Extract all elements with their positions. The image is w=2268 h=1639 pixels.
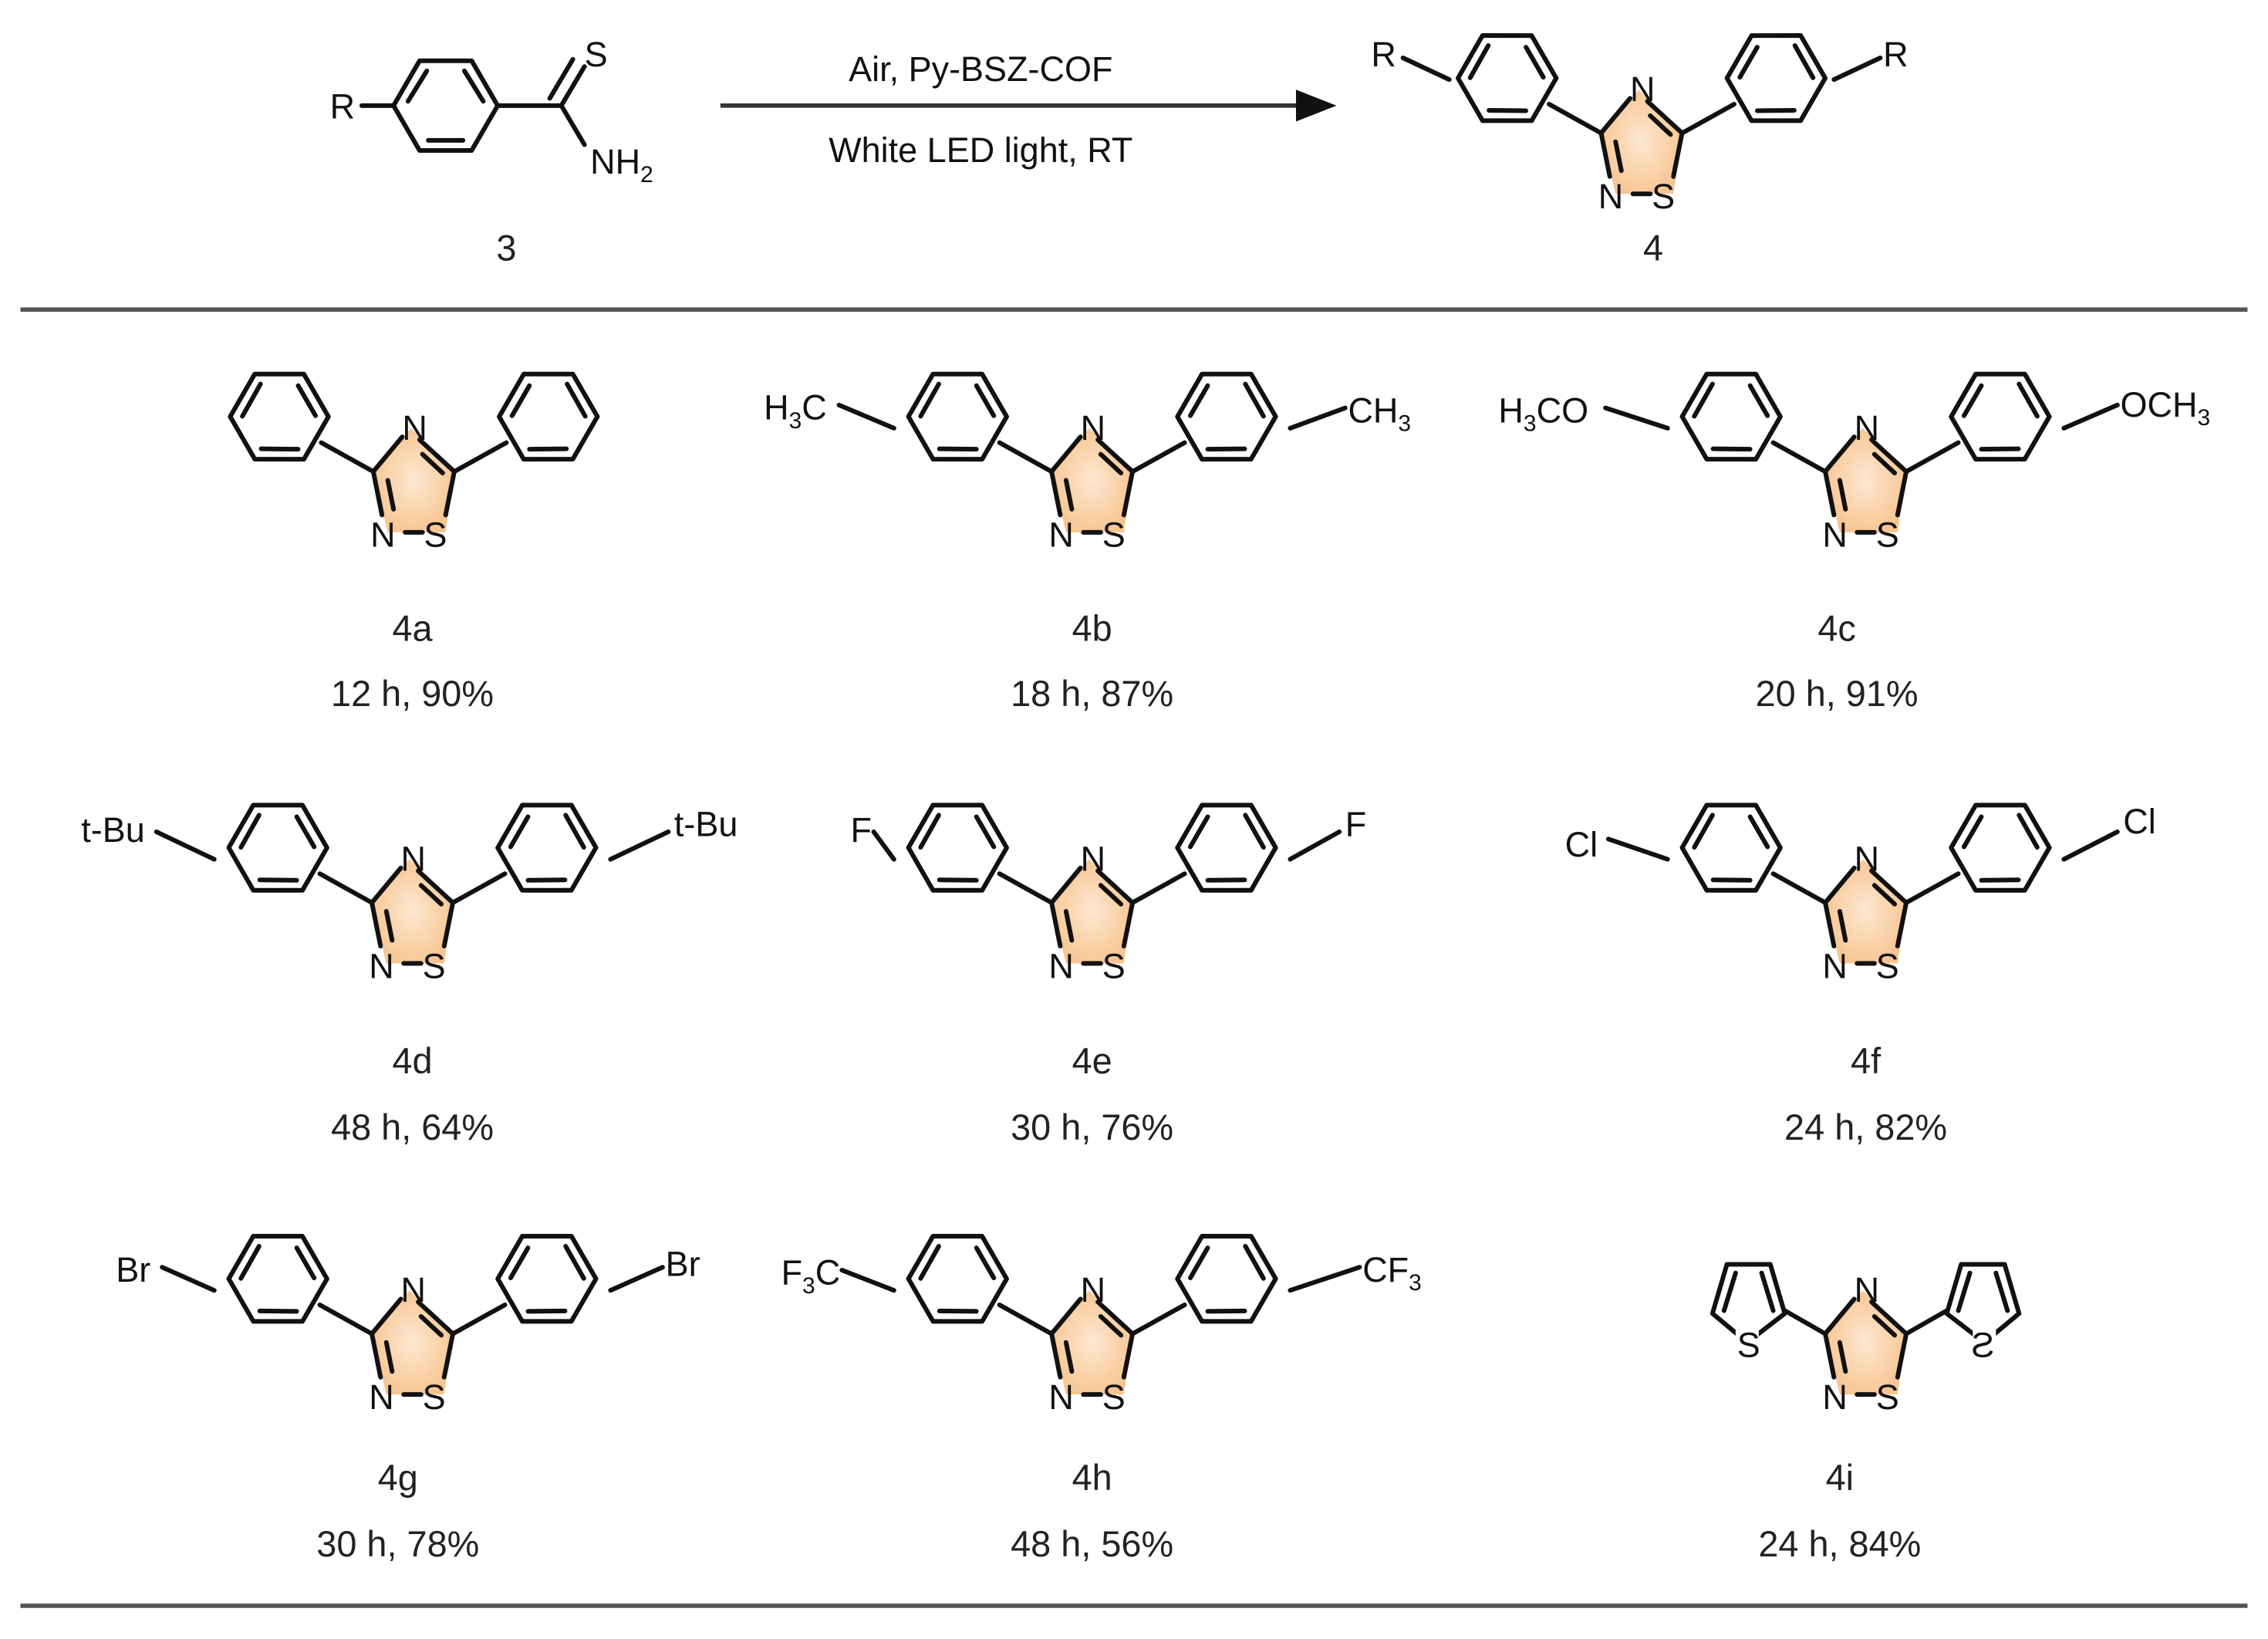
substituent-left: F (851, 810, 872, 850)
product-substituent-right: R (1883, 35, 1909, 74)
compound-id: 4h (1072, 1458, 1112, 1498)
product-4: R R 4 (1371, 14, 1909, 268)
product-4h: F3C CF3 4h 48 h, 56% (781, 1215, 1422, 1564)
compound-id: 4i (1826, 1458, 1854, 1498)
compound-id: 4c (1817, 608, 1856, 648)
arrow-conditions-below: White LED light, RT (829, 130, 1132, 170)
compound-id: 4e (1072, 1041, 1112, 1081)
compound-id: 4f (1851, 1041, 1882, 1081)
substituent-right: OCH3 (2121, 385, 2211, 431)
compound-conditions: 48 h, 64% (331, 1107, 494, 1147)
substituent-left: Cl (1565, 825, 1598, 864)
product-4e: F F 4e 30 h, 76% (851, 784, 1366, 1147)
substituent-right: t-Bu (674, 805, 738, 844)
product-4i: 4i 24 h, 84% (1713, 1264, 2019, 1564)
substituent-right: Br (666, 1244, 700, 1283)
reactant-substituent: R (330, 87, 356, 127)
product-substituent-left: R (1371, 35, 1396, 74)
arrow-conditions-above: Air, Py-BSZ-COF (849, 49, 1112, 89)
product-4c: H3CO OCH3 4c 20 h, 91% (1498, 353, 2210, 714)
substituent-left: H3C (764, 388, 827, 434)
product-4f: Cl Cl 4f 24 h, 82% (1565, 784, 2156, 1147)
substituent-left: F3C (781, 1253, 841, 1299)
compound-conditions: 30 h, 76% (1011, 1107, 1173, 1147)
compound-id: 4d (392, 1041, 432, 1081)
compound-conditions: 24 h, 84% (1758, 1524, 1921, 1564)
compound-conditions: 30 h, 78% (316, 1524, 479, 1564)
product-id: 4 (1643, 228, 1663, 268)
compound-id: 4b (1072, 608, 1112, 648)
reaction-arrow: Air, Py-BSZ-COF White LED light, RT (720, 49, 1337, 170)
substituent-right: F (1345, 805, 1366, 844)
substituent-left: t-Bu (81, 810, 145, 850)
product-4d: t-Bu t-Bu 4d 48 h, 64% (81, 784, 737, 1147)
substituent-right: Cl (2123, 802, 2155, 841)
compound-id: 4g (378, 1458, 418, 1498)
product-4a: 4a 12 h, 90% (218, 353, 609, 714)
reactant-id: 3 (496, 228, 516, 268)
compound-conditions: 48 h, 56% (1011, 1524, 1173, 1564)
compound-conditions: 12 h, 90% (331, 674, 494, 714)
substituent-left: Br (116, 1250, 150, 1289)
reactant-sulfur: S (585, 35, 608, 74)
compound-id: 4a (392, 608, 433, 648)
reactant-3: R S NH2 3 (330, 35, 653, 268)
substituent-right: CF3 (1362, 1250, 1422, 1296)
product-4g: Br Br 4g 30 h, 78% (116, 1215, 700, 1564)
substituent-left: H3CO (1498, 390, 1588, 436)
compound-conditions: 24 h, 82% (1784, 1107, 1947, 1147)
compound-conditions: 18 h, 87% (1011, 674, 1173, 714)
reactant-amine: NH2 (590, 142, 653, 188)
product-4b: H3C CH3 4b 18 h, 87% (764, 353, 1411, 714)
substituent-right: CH3 (1348, 390, 1411, 436)
compound-conditions: 20 h, 91% (1756, 674, 1919, 714)
